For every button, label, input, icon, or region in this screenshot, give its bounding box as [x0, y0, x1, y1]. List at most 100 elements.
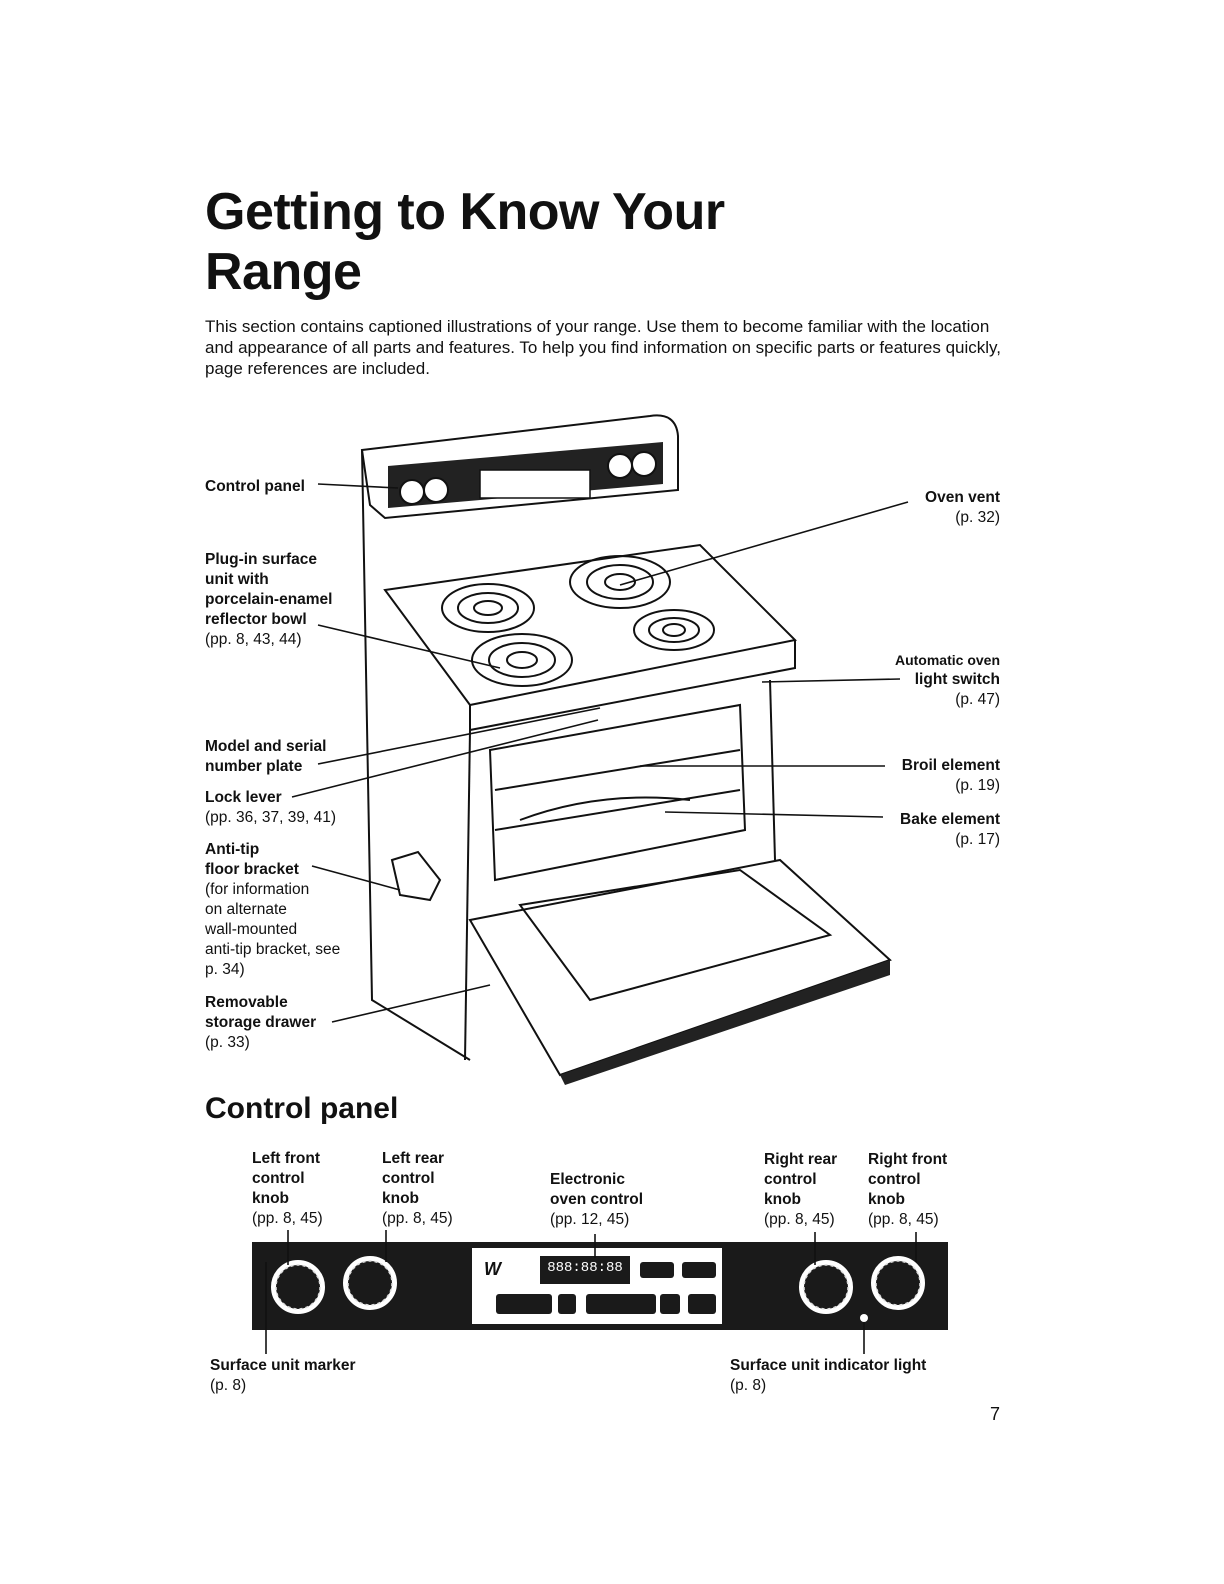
- model-line-2: number plate: [205, 758, 303, 775]
- range-knob-3: [607, 453, 633, 479]
- oven-rack: [494, 749, 741, 831]
- title-line-2: Range: [205, 243, 362, 301]
- oven-door-window: [518, 868, 833, 1002]
- antitip-note-2: on alternate: [205, 901, 287, 918]
- indicator-ref: (p. 8): [730, 1377, 767, 1394]
- antitip-line-2: floor bracket: [205, 861, 299, 878]
- left-rear-line-1: Left rear: [382, 1150, 445, 1167]
- antitip-line-1: Anti-tip: [205, 841, 260, 858]
- plugin-line-4: reflector bowl: [205, 611, 307, 628]
- left-rear-line-2: control: [382, 1170, 435, 1187]
- range-knob-1: [399, 479, 425, 505]
- surface-units: [441, 555, 715, 687]
- display-readout: 888:88:88: [547, 1260, 623, 1276]
- light-line-2: light switch: [914, 671, 1000, 688]
- left-front-line-1: Left front: [252, 1150, 321, 1167]
- cooktop: [383, 543, 798, 707]
- range-front-right: [769, 679, 776, 861]
- right-front-line-2: control: [868, 1171, 921, 1188]
- range-electronic-control: [479, 469, 591, 499]
- title-line-1: Getting to Know Your: [205, 183, 725, 241]
- antitip-note-3: wall-mounted: [205, 921, 298, 938]
- right-rear-line-3: knob: [764, 1191, 802, 1208]
- electronic-line-1: Electronic: [550, 1171, 625, 1188]
- oven-vent-label: Oven vent: [925, 489, 1000, 506]
- plugin-line-1: Plug-in surface: [205, 551, 317, 568]
- anti-tip-bracket: [390, 850, 442, 902]
- plugin-line-3: porcelain-enamel: [205, 591, 333, 608]
- broil-ref: (p. 19): [955, 777, 1000, 794]
- right-front-line-1: Right front: [868, 1151, 948, 1168]
- left-front-knob-label: Left front control knob (pp. 8, 45): [252, 1149, 323, 1229]
- intro-paragraph: This section contains captioned illustra…: [205, 317, 1002, 378]
- right-rear-line-1: Right rear: [764, 1151, 838, 1168]
- panel-knobs: [271, 1256, 925, 1314]
- anti-tip-callout: Anti-tip floor bracket (for information …: [205, 840, 340, 980]
- right-rear-ref: (pp. 8, 45): [764, 1211, 835, 1228]
- cooktop-edge: [469, 640, 796, 732]
- page-number: 7: [990, 1404, 1001, 1424]
- leader-lines: [291, 483, 909, 1023]
- oven-vent-ref: (p. 32): [955, 509, 1000, 526]
- page-title: Getting to Know Your Range: [205, 182, 725, 302]
- plugin-ref: (pp. 8, 43, 44): [205, 631, 302, 648]
- right-front-ref: (pp. 8, 45): [868, 1211, 939, 1228]
- light-ref: (p. 47): [955, 691, 1000, 708]
- indicator-light-dot: [860, 1314, 868, 1322]
- electronic-control-label: Electronic oven control (pp. 12, 45): [550, 1170, 643, 1230]
- left-rear-knob-label: Left rear control knob (pp. 8, 45): [382, 1149, 453, 1229]
- drawer-ref: (p. 33): [205, 1034, 250, 1051]
- range-left-side: [361, 449, 471, 1061]
- broil-element-callout: Broil element (p. 19): [902, 756, 1000, 796]
- storage-drawer-callout: Removable storage drawer (p. 33): [205, 993, 316, 1053]
- bake-element: [519, 796, 691, 821]
- electronic-ref: (pp. 12, 45): [550, 1211, 630, 1228]
- surface-unit-indicator-label: Surface unit indicator light (p. 8): [730, 1356, 926, 1396]
- door-handle: [560, 960, 890, 1085]
- antitip-note-5: p. 34): [205, 961, 245, 978]
- plugin-surface-callout: Plug-in surface unit with porcelain-enam…: [205, 550, 333, 650]
- lock-label: Lock lever: [205, 789, 282, 806]
- left-front-line-2: control: [252, 1170, 305, 1187]
- control-pads: [496, 1262, 716, 1314]
- right-front-knob-label: Right front control knob (pp. 8, 45): [868, 1150, 947, 1230]
- lock-lever-callout: Lock lever (pp. 36, 37, 39, 41): [205, 788, 336, 828]
- bake-element-callout: Bake element (p. 17): [900, 810, 1000, 850]
- left-rear-line-3: knob: [382, 1190, 420, 1207]
- left-rear-ref: (pp. 8, 45): [382, 1210, 453, 1227]
- left-front-ref: (pp. 8, 45): [252, 1210, 323, 1227]
- panel-leader-lines: [265, 1230, 917, 1354]
- electronic-line-2: oven control: [550, 1191, 644, 1208]
- control-panel-heading: Control panel: [205, 1092, 399, 1125]
- surface-unit-marker-label: Surface unit marker (p. 8): [210, 1356, 356, 1396]
- drawer-line-1: Removable: [205, 994, 288, 1011]
- lock-ref: (pp. 36, 37, 39, 41): [205, 809, 336, 826]
- range-front-left: [464, 729, 471, 1061]
- model-line-1: Model and serial: [205, 738, 327, 755]
- marker-ref: (p. 8): [210, 1377, 247, 1394]
- right-rear-knob-label: Right rear control knob (pp. 8, 45): [764, 1150, 837, 1230]
- antitip-note-1: (for information: [205, 881, 310, 898]
- left-front-line-3: knob: [252, 1190, 290, 1207]
- right-rear-line-2: control: [764, 1171, 817, 1188]
- indicator-text: Surface unit indicator light: [730, 1357, 927, 1374]
- broil-label: Broil element: [901, 757, 1000, 774]
- range-knob-2: [423, 477, 449, 503]
- light-line-1: Automatic oven: [894, 652, 1000, 668]
- brand-logo: W: [484, 1259, 503, 1279]
- bake-label: Bake element: [900, 811, 1000, 828]
- model-serial-callout: Model and serial number plate: [205, 737, 326, 777]
- electronic-display: [540, 1256, 630, 1284]
- control-panel-callout: Control panel: [205, 478, 305, 495]
- drawer-line-2: storage drawer: [205, 1014, 317, 1031]
- backguard: [360, 414, 679, 520]
- antitip-note-4: anti-tip bracket, see: [205, 941, 341, 958]
- oven-cavity: [488, 703, 747, 882]
- light-switch-callout: Automatic oven light switch (p. 47): [895, 650, 1000, 710]
- plugin-line-2: unit with: [205, 571, 269, 588]
- oven-vent-callout: Oven vent (p. 32): [925, 488, 1000, 528]
- right-front-line-3: knob: [868, 1191, 906, 1208]
- bake-ref: (p. 17): [955, 831, 1000, 848]
- range-knob-4: [631, 451, 657, 477]
